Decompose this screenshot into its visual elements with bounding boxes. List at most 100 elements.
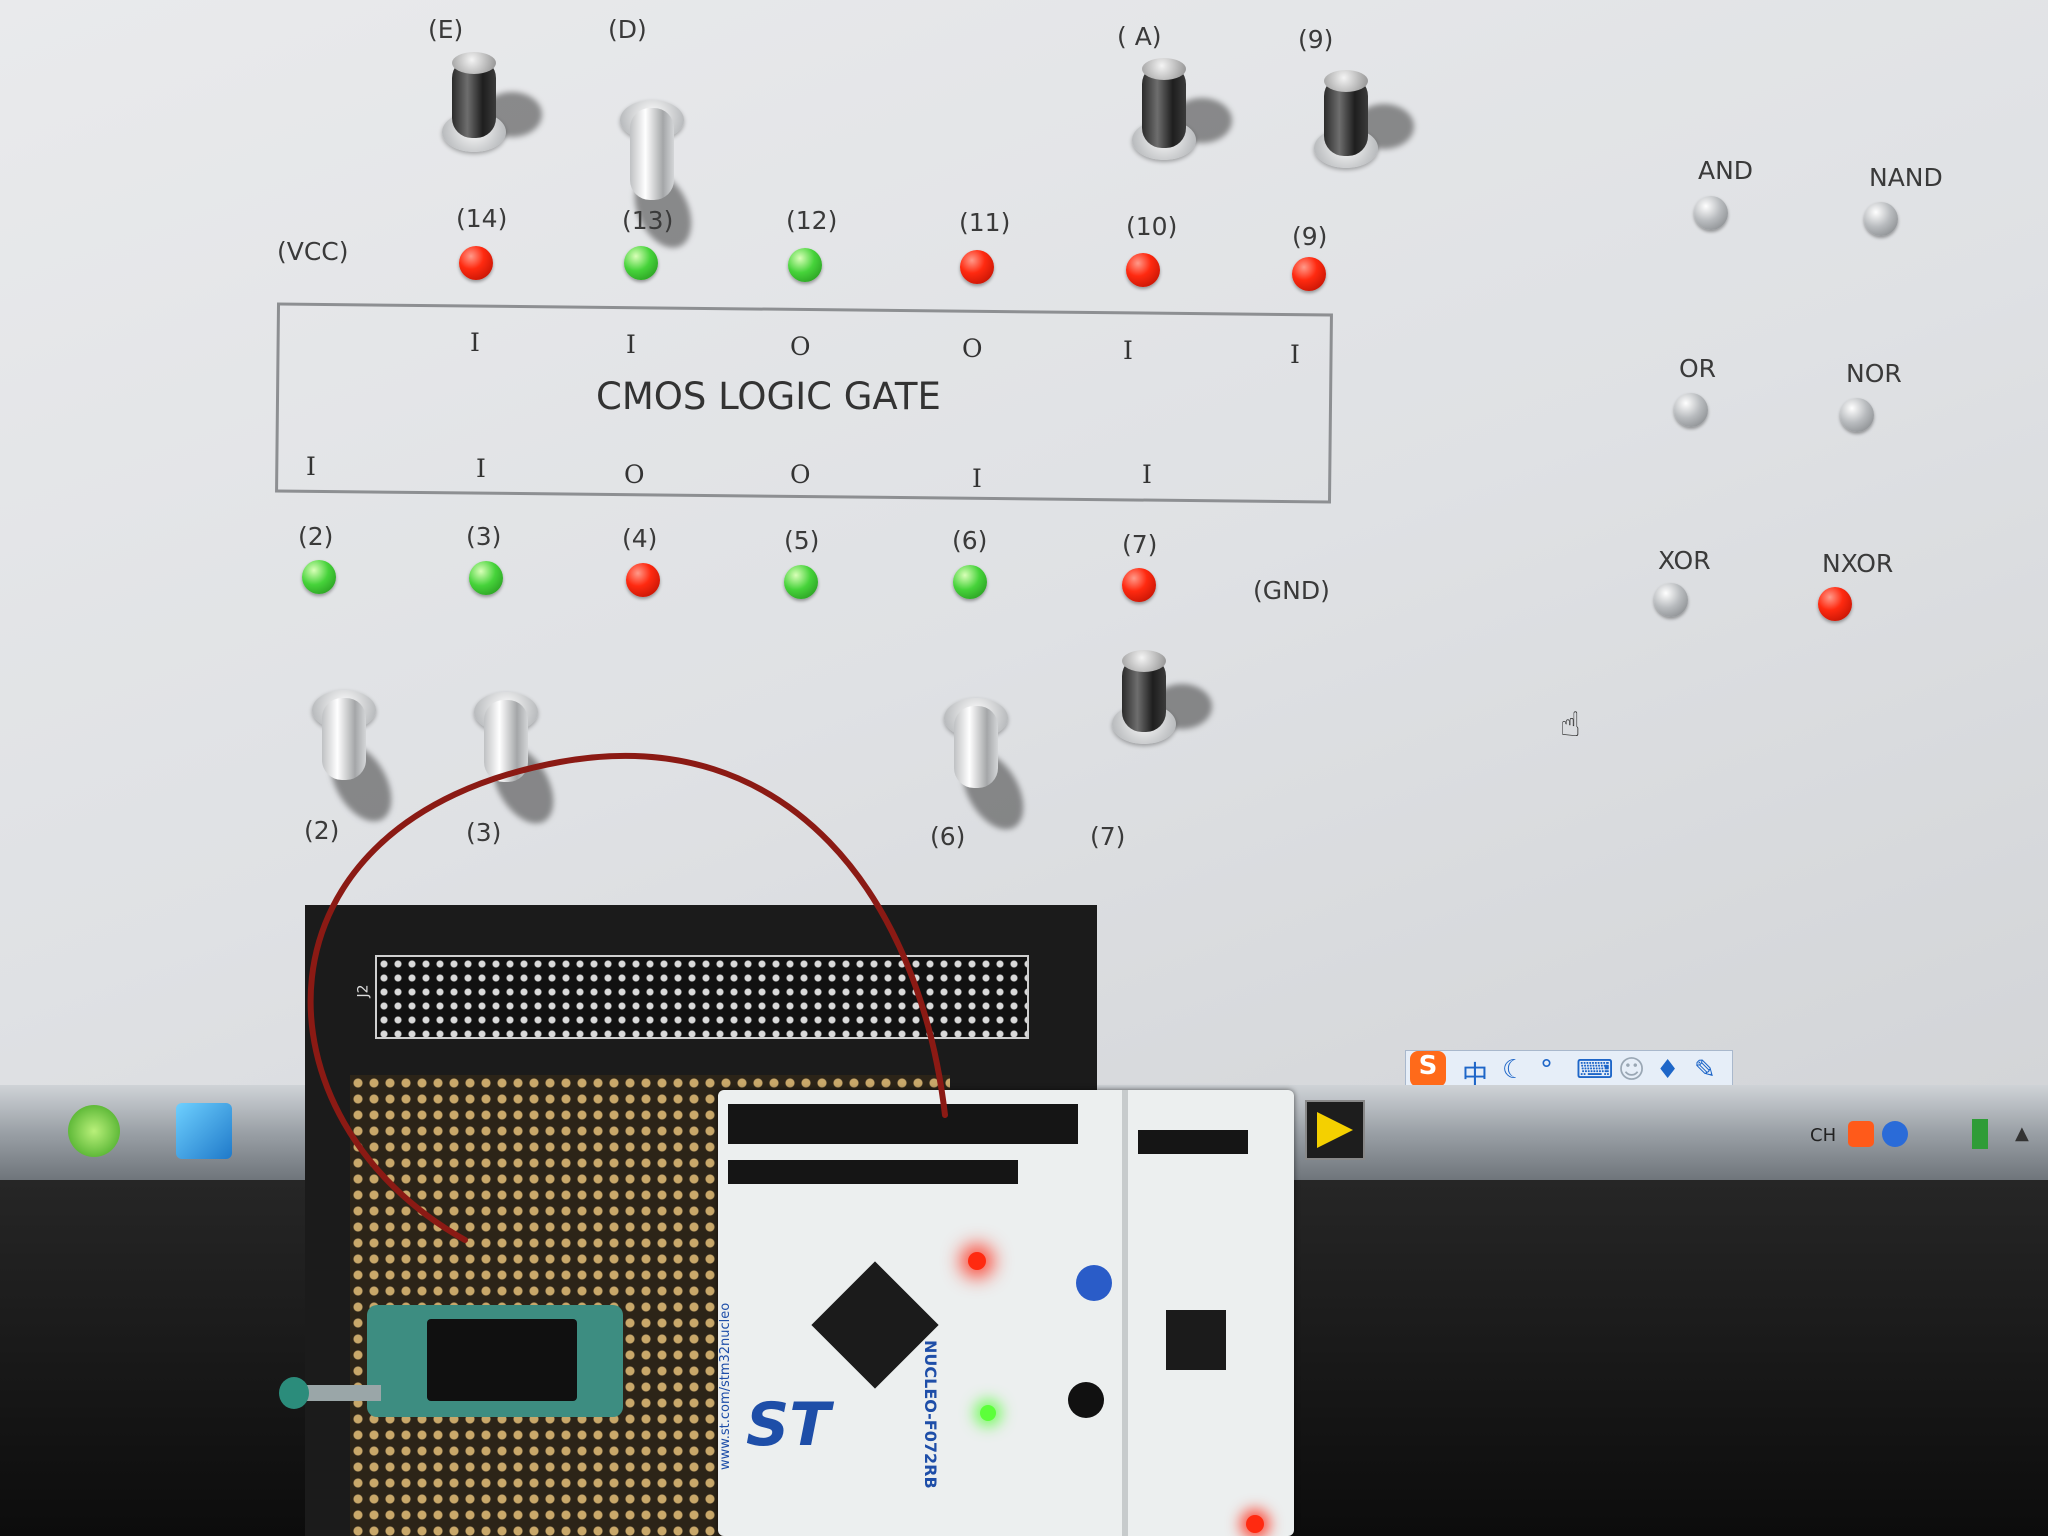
io-pin-7: I [1142, 460, 1152, 489]
gate-nor-label: NOR [1846, 359, 1902, 388]
logic-ic-chip [427, 1319, 577, 1401]
hand-cursor-icon: ☝ [1560, 705, 1581, 745]
pin-3-label: (3) [466, 522, 502, 551]
ime-tray-icon[interactable] [1848, 1121, 1874, 1147]
tray-expand-icon[interactable]: ▲ [2015, 1123, 2029, 1144]
led-pin-13 [624, 246, 658, 280]
arduino-header-top [728, 1104, 1078, 1144]
switch-2-label: (2) [304, 816, 340, 845]
labview-front-panel: (E) (D) ( A) (9) (VCC) (GND) (14) (13) (… [0, 0, 2048, 1085]
led-pin-10 [1126, 253, 1160, 287]
zif-lever [297, 1385, 381, 1401]
switch-6-label: (6) [930, 822, 966, 851]
gate-and-led [1694, 196, 1728, 230]
app-icon[interactable] [176, 1103, 232, 1159]
switch-d-label: (D) [608, 15, 647, 44]
led-pin-7 [1122, 568, 1156, 602]
io-pin-2: I [306, 452, 316, 481]
pin-6-label: (6) [952, 526, 988, 555]
toggle-switch-a[interactable] [1120, 58, 1232, 208]
toggle-switch-d[interactable] [608, 100, 718, 257]
skin-icon[interactable]: ♦ [1656, 1055, 1680, 1085]
power-led [968, 1252, 986, 1270]
stlink-divider [1122, 1090, 1128, 1536]
io-pin-4: O [624, 460, 645, 489]
pin-7-label: (7) [1122, 530, 1158, 559]
led-pin-2 [302, 560, 336, 594]
switch-e-label: (E) [428, 15, 464, 44]
vcc-label: (VCC) [277, 237, 349, 266]
punctuation-icon[interactable]: ° [1540, 1055, 1553, 1085]
io-pin-13: I [626, 330, 636, 359]
language-indicator[interactable]: CH [1810, 1125, 1837, 1146]
toggle-switch-9[interactable] [1302, 70, 1414, 220]
gate-or-led [1674, 393, 1708, 427]
led-pin-12 [788, 248, 822, 282]
toggle-switch-3[interactable] [462, 692, 572, 842]
ime-toolbar[interactable]: S 中 ☾ ° ⌨ ☺ ♦ ✎ [1405, 1050, 1733, 1085]
gate-nand-label: NAND [1869, 163, 1943, 192]
led-pin-14 [459, 246, 493, 280]
reset-button[interactable] [1068, 1382, 1104, 1418]
switch-3-label: (3) [466, 818, 502, 847]
help-icon[interactable] [1882, 1121, 1908, 1147]
led-pin-6 [953, 565, 987, 599]
battery-icon [1972, 1119, 1988, 1149]
io-pin-11: O [962, 334, 983, 363]
pin-9-label: (9) [1292, 222, 1328, 251]
gate-nxor-led [1818, 587, 1852, 621]
user-button[interactable] [1076, 1265, 1112, 1301]
led-pin-9 [1292, 257, 1326, 291]
switch-9-label: (9) [1298, 25, 1334, 54]
io-pin-9: I [1290, 340, 1300, 369]
io-pin-5: O [790, 460, 811, 489]
stlink-led [1246, 1515, 1264, 1533]
pin-5-label: (5) [784, 526, 820, 555]
led-pin-4 [626, 563, 660, 597]
stlink-mcu [1166, 1310, 1226, 1370]
moon-icon[interactable]: ☾ [1502, 1055, 1526, 1085]
pin-13-label: (13) [622, 206, 674, 235]
io-pin-6: I [972, 464, 982, 493]
gate-xor-label: XOR [1658, 546, 1711, 575]
stlink-header [1138, 1130, 1248, 1154]
gate-or-label: OR [1679, 354, 1717, 383]
led-pin-11 [960, 250, 994, 284]
toggle-switch-2[interactable] [300, 690, 410, 840]
user-icon[interactable]: ☺ [1618, 1055, 1646, 1085]
zif-lever-knob [279, 1377, 309, 1409]
wrench-icon[interactable]: ✎ [1694, 1055, 1716, 1085]
pin-10-label: (10) [1126, 212, 1178, 241]
gnd-label: (GND) [1253, 576, 1330, 605]
toggle-switch-e[interactable] [430, 52, 542, 202]
toggle-switch-6[interactable] [932, 698, 1042, 848]
io-pin-10: I [1123, 336, 1133, 365]
led-pin-3 [469, 561, 503, 595]
ime-language-toggle[interactable]: 中 [1462, 1061, 1489, 1085]
red-jumper-wire [307, 753, 948, 1243]
gate-nor-led [1840, 398, 1874, 432]
zif-socket [279, 1305, 623, 1417]
nucleo-board: NUCLEO-F072RB www.st.com/stm32nucleo ST [718, 1090, 1294, 1536]
labview-icon[interactable] [1305, 1100, 1365, 1160]
pin-12-label: (12) [786, 206, 838, 235]
pin-2-label: (2) [298, 522, 334, 551]
chip-title: CMOS LOGIC GATE [596, 375, 941, 418]
led-pin-5 [784, 565, 818, 599]
pin-14-label: (14) [456, 204, 508, 233]
browser-icon[interactable] [68, 1105, 120, 1157]
io-pin-3: I [476, 454, 486, 483]
keyboard-icon[interactable]: ⌨ [1576, 1055, 1614, 1085]
switch-a-label: ( A) [1117, 22, 1162, 51]
toggle-switch-7[interactable] [1100, 650, 1212, 800]
gate-xor-led [1654, 583, 1688, 617]
gate-nxor-label: NXOR [1822, 549, 1894, 578]
pin-4-label: (4) [622, 524, 658, 553]
io-pin-14: I [470, 328, 480, 357]
gate-nand-led [1864, 202, 1898, 236]
ime-logo-icon[interactable]: S [1410, 1051, 1446, 1085]
io-pin-12: O [790, 332, 811, 361]
arduino-header-bottom [728, 1160, 1018, 1184]
user-led [980, 1405, 996, 1421]
